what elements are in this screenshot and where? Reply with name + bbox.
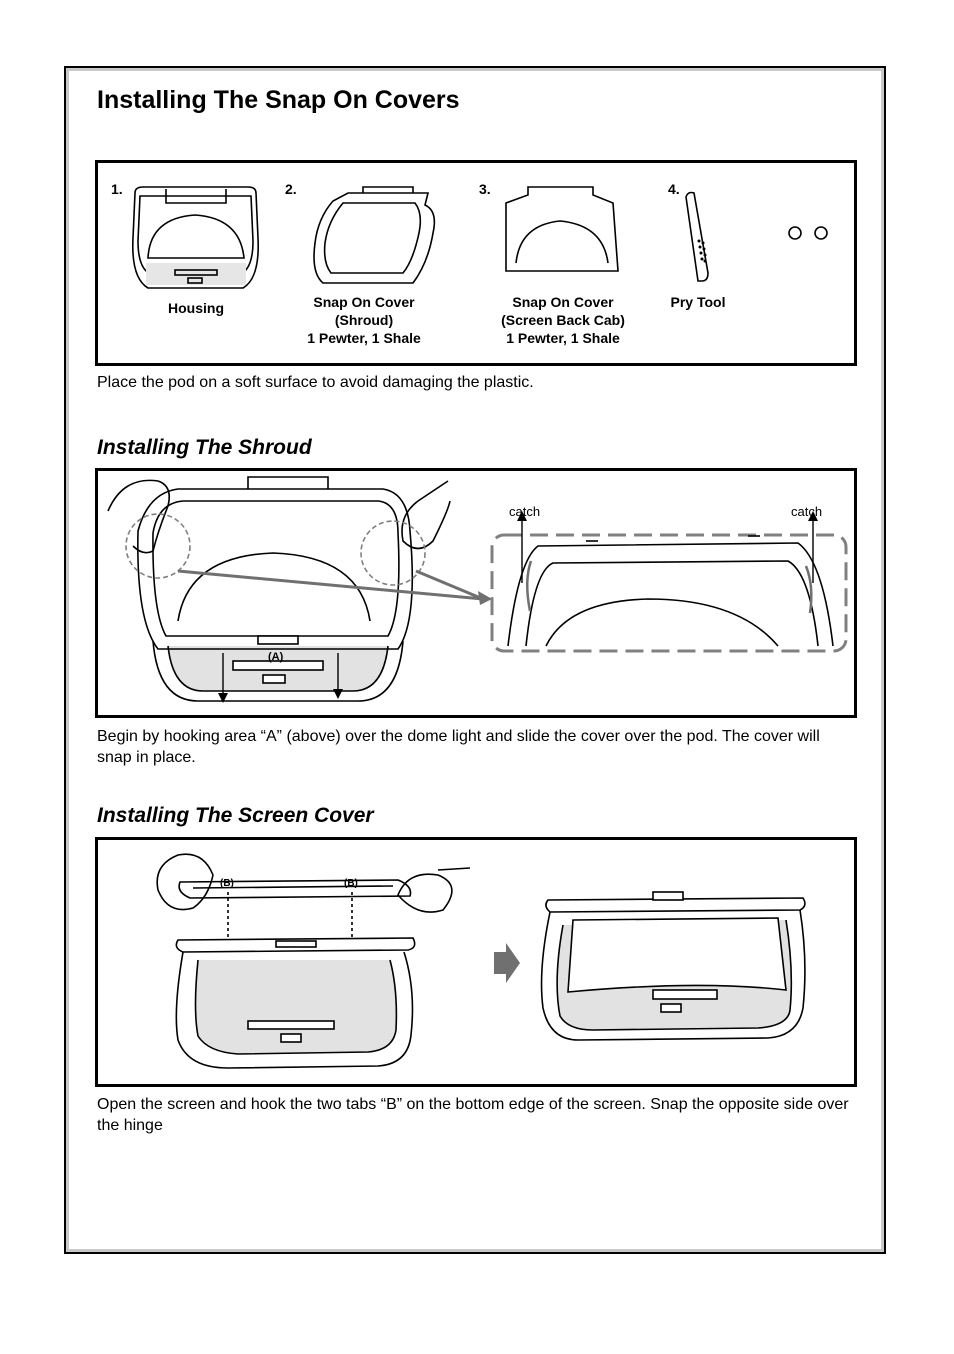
screen-back-drawing: [505, 186, 619, 272]
catch-label: catch: [509, 504, 541, 519]
shroud-instructions: Begin by hooking area “A” (above) over t…: [97, 728, 820, 766]
parts-illustration: [131, 186, 828, 289]
area-a-label: (A): [268, 651, 284, 663]
part-caption: Snap On Cover(Shroud)1 Pewter, 1 Shale: [307, 294, 421, 346]
shroud-illustration: [107, 476, 848, 703]
parts-box: 1. 2. 3. 4. Housing Snap On Cover(Shroud…: [95, 160, 857, 366]
pry-tool-drawing: [685, 191, 709, 282]
screw-cap: [814, 226, 828, 240]
part-number: 3.: [479, 181, 491, 197]
tab-b-label: (B): [344, 878, 358, 889]
shroud-figure: catch catch (A): [95, 468, 857, 718]
part-caption: Pry Tool: [670, 294, 726, 310]
intro-text: Place the pod on a soft surface to avoid…: [97, 374, 534, 391]
section-heading-screen-cover: Installing The Screen Cover: [97, 804, 374, 827]
tab-b-label: (B): [220, 878, 234, 889]
shroud-drawing: [313, 186, 436, 284]
part-caption: Housing: [168, 300, 224, 316]
screen-cover-instructions: Open the screen and hook the two tabs “B…: [97, 1096, 849, 1134]
screw-cap: [788, 226, 802, 240]
catch-label: catch: [791, 504, 823, 519]
part-number: 2.: [285, 181, 297, 197]
section-heading-shroud: Installing The Shroud: [97, 436, 312, 459]
page-title: Installing The Snap On Covers: [97, 86, 460, 114]
part-caption: Snap On Cover(Screen Back Cab)1 Pewter, …: [501, 294, 625, 346]
housing-drawing: [131, 186, 260, 289]
part-number: 1.: [111, 181, 123, 197]
part-number: 4.: [668, 181, 680, 197]
page-frame: [64, 66, 886, 1254]
screen-cover-figure: (B) (B): [95, 837, 857, 1087]
screen-cover-illustration: [156, 853, 806, 1069]
